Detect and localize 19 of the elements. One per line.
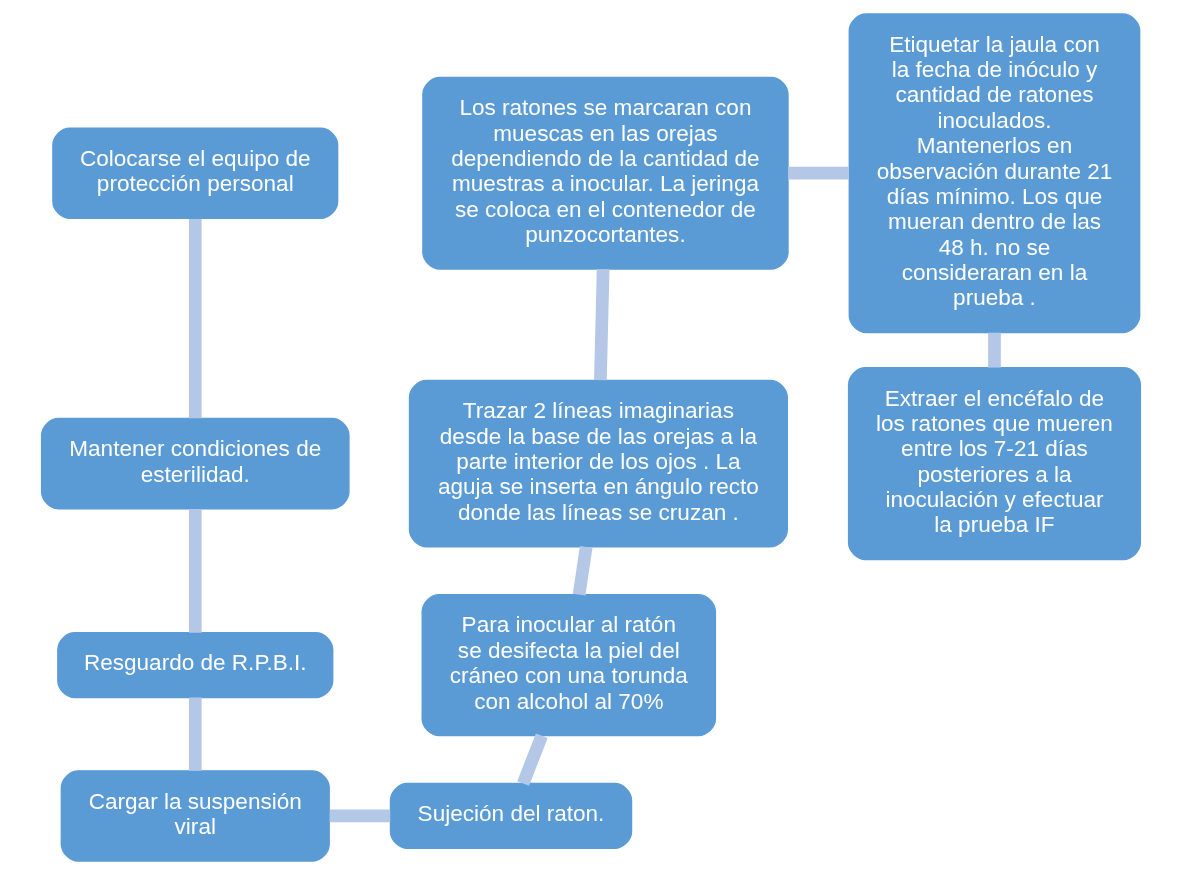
connector bbox=[988, 332, 1001, 368]
connector bbox=[788, 166, 850, 180]
connector bbox=[594, 269, 610, 381]
node-box: Trazar 2 líneas imaginarias desde la base de las orejas a la parte interior de los ojos . La aguja se inserta en ángulo recto donde las líneas se cruzan . bbox=[408, 379, 788, 548]
connector bbox=[517, 733, 548, 786]
connector bbox=[188, 218, 202, 419]
connector bbox=[188, 509, 202, 633]
node-box: Colocarse el equipo de protección personal bbox=[52, 127, 339, 220]
node-box: Resguardo de R.P.B.I. bbox=[57, 632, 334, 699]
node-box: Extraer el encéfalo de los ratones que mueren entre los 7-21 días posteriores a la inoculación y efectuar la prueba IF bbox=[847, 367, 1142, 561]
node-box: Los ratones se marcaran con muescas en las orejas dependiendo de la cantidad de muestras a inocular. La jeringa se coloca en el contenedor de punzocortantes. bbox=[422, 76, 789, 270]
node-box: Para inocular al ratón se desifecta la piel del cráneo con una torunda con alcohol al 70% bbox=[421, 593, 717, 737]
connector bbox=[329, 809, 391, 823]
node-box: Sujeción del raton. bbox=[389, 782, 633, 850]
node-box: Cargar la suspensión viral bbox=[60, 770, 330, 862]
connector bbox=[188, 697, 202, 771]
node-box: Etiquetar la jaula con la fecha de inóculo y cantidad de ratones inoculados. Mantenerlos en observación durante 21 días mínimo. Los que mueran dentro de las 48 h. no se consideraran en la prueba . bbox=[848, 13, 1141, 334]
connector bbox=[572, 546, 593, 596]
node-box: Mantener condiciones de esterilidad. bbox=[40, 417, 350, 510]
